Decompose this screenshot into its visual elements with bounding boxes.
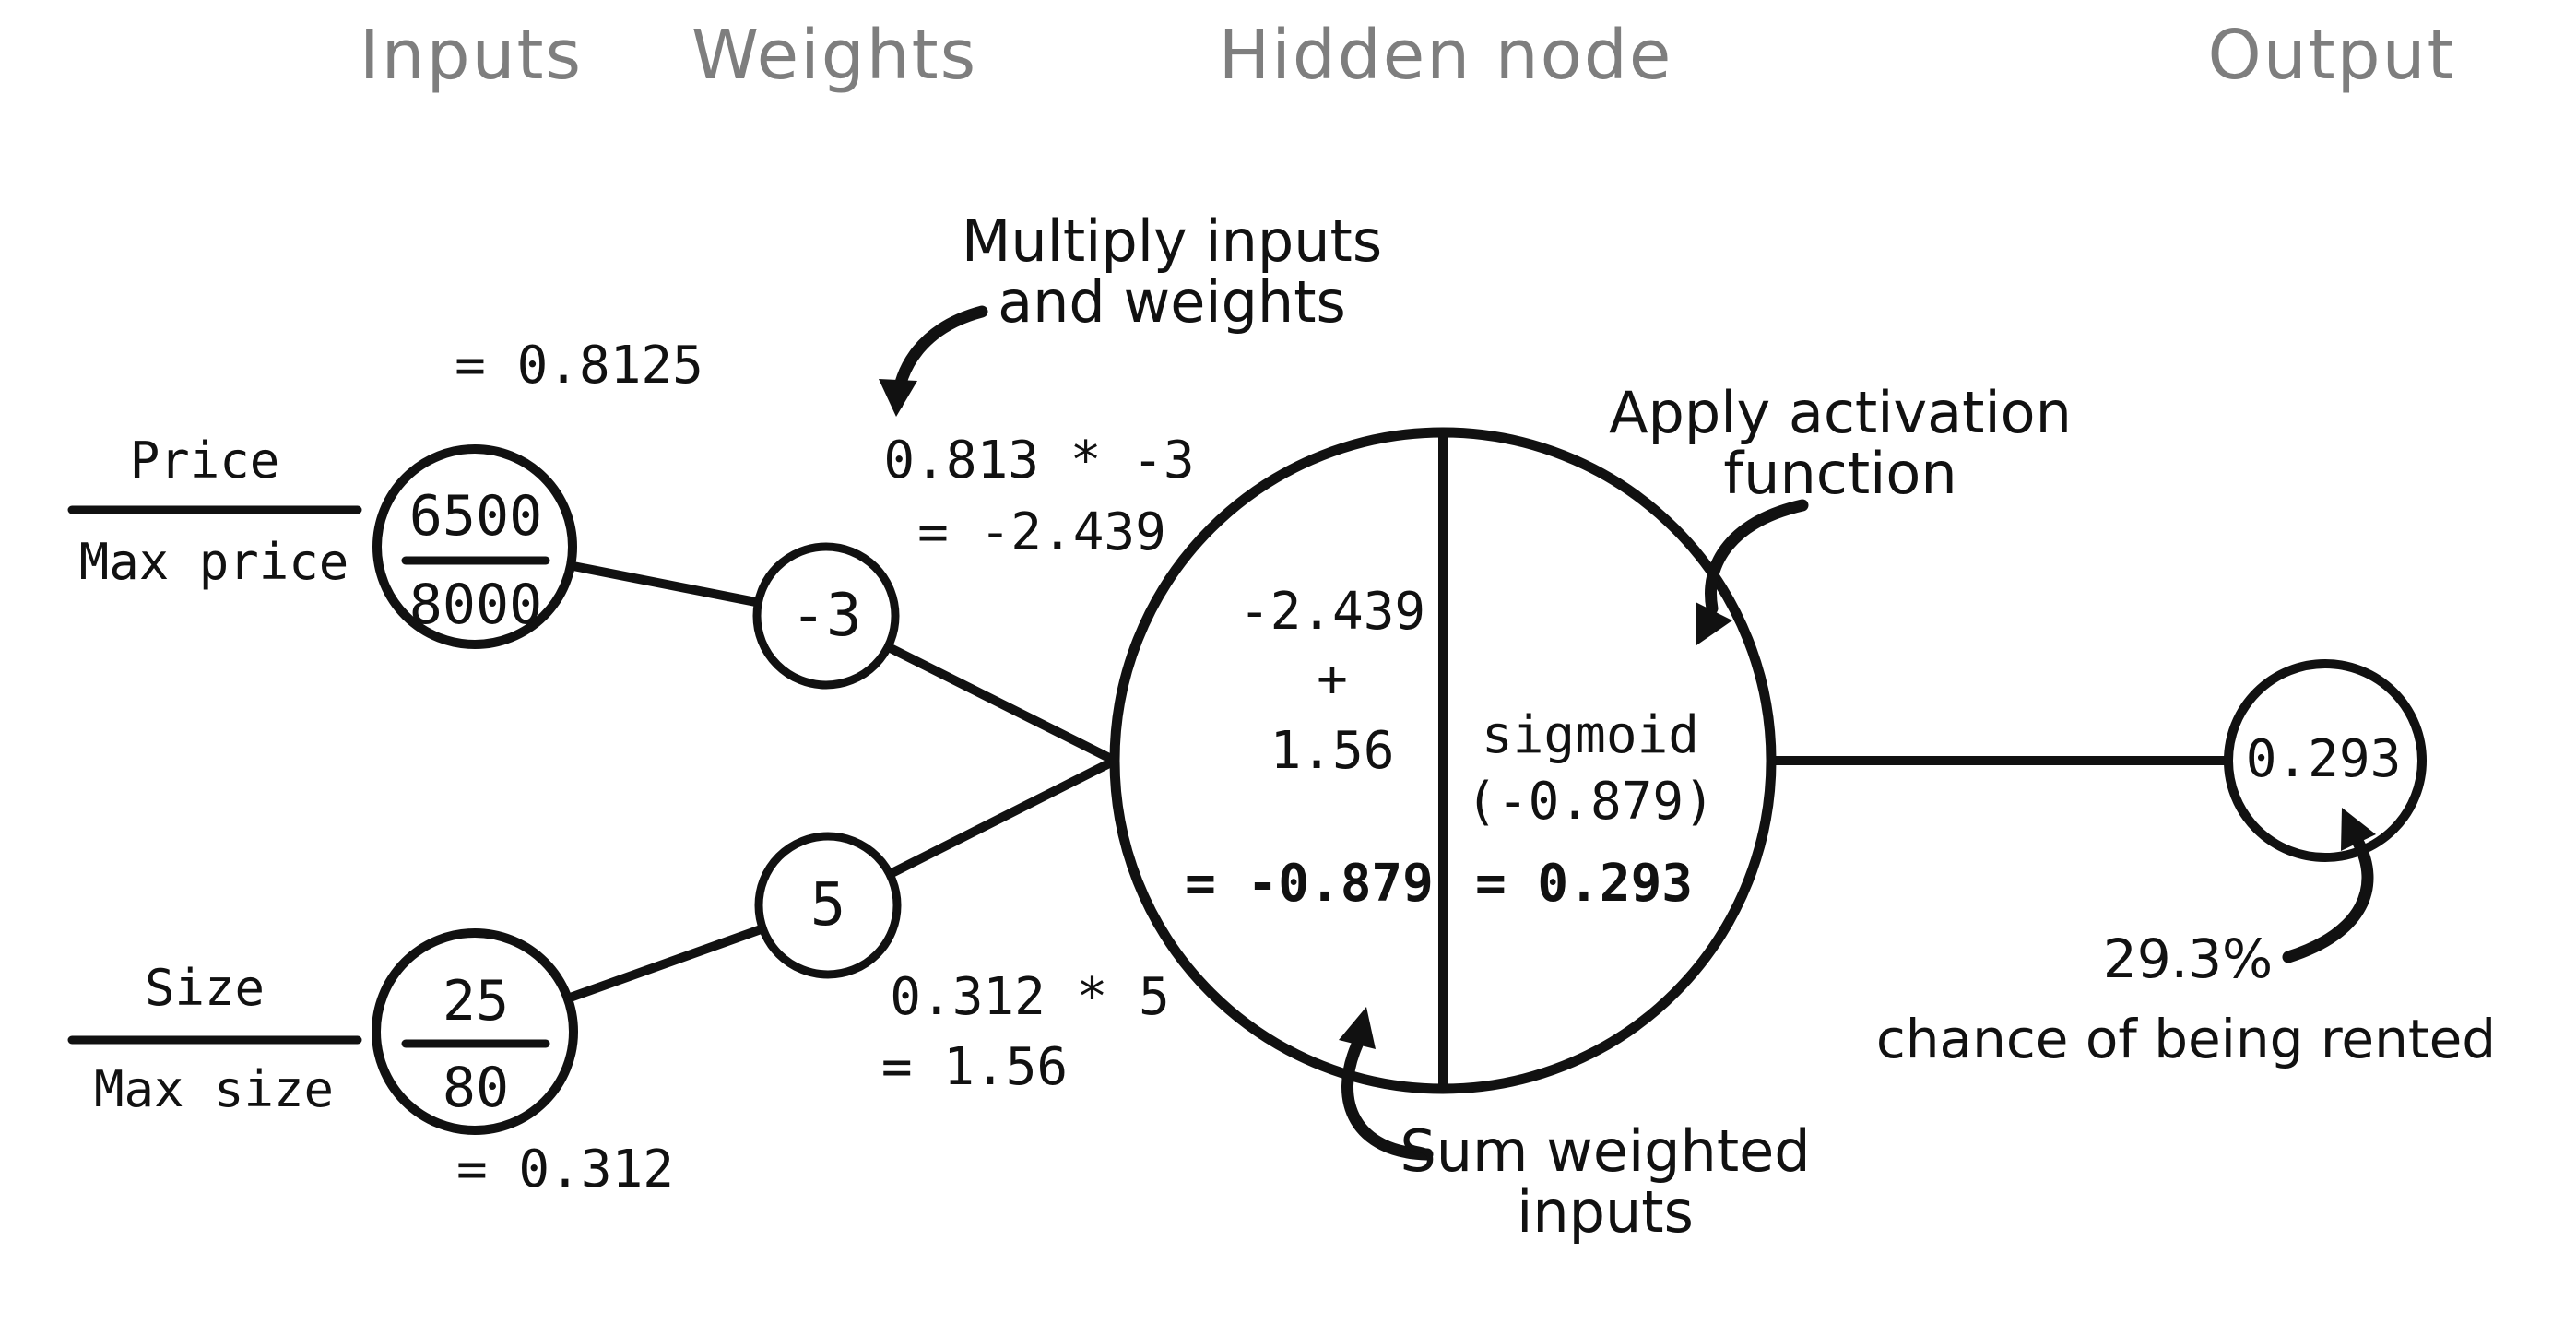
column-header-hidden-node: Hidden node: [1218, 16, 1673, 95]
column-header-weights: Weights: [691, 16, 978, 95]
price-label-numerator: Price: [129, 431, 280, 490]
multiply-annotation-line2: and weights: [998, 268, 1346, 336]
sum-annotation-line2: inputs: [1517, 1178, 1694, 1246]
price-product-result: = -2.439: [917, 502, 1166, 562]
output-annotation-arrow: [2282, 836, 2374, 963]
output-percent-label: 29.3%: [2102, 927, 2274, 990]
size-product-expression: 0.312 * 5: [890, 967, 1170, 1027]
price-product-expression: 0.813 * -3: [883, 431, 1195, 490]
output-caption: chance of being rented: [1875, 1008, 2497, 1070]
size-product-result: = 1.56: [880, 1037, 1069, 1097]
activation-annotation-line1: Apply activation: [1609, 379, 2072, 446]
sum-annotation-line1: Sum weighted: [1400, 1117, 1811, 1185]
output-value: 0.293: [2245, 729, 2402, 789]
sum-annotation-arrow: [1341, 1038, 1434, 1161]
price-input-node: [372, 444, 577, 649]
size-label-numerator: Size: [144, 959, 266, 1017]
price-value-numerator: 6500: [408, 484, 543, 549]
size-label-denominator: Max size: [93, 1060, 335, 1118]
size-normalized-result: = 0.312: [455, 1140, 675, 1199]
activation-annotation-arrow: [1705, 499, 1809, 615]
size-value-denominator: 80: [442, 1056, 510, 1120]
price-value-denominator: 8000: [408, 573, 543, 637]
price-label-denominator: Max price: [78, 533, 349, 591]
column-header-output: Output: [2207, 16, 2456, 95]
price-weight-value: -3: [790, 582, 862, 650]
activation-arrowhead-icon: [1696, 602, 1732, 645]
column-header-inputs: Inputs: [359, 16, 584, 95]
hidden-activation-arg: (-0.879): [1466, 772, 1715, 832]
size-input-node: [372, 928, 578, 1135]
hidden-activation-name: sigmoid: [1481, 705, 1700, 765]
size-weight-node: [754, 832, 902, 979]
size-value-numerator: 25: [442, 969, 510, 1034]
output-arrowhead-icon: [2341, 808, 2376, 851]
size-weight-value: 5: [809, 871, 846, 939]
price-normalized-result: = 0.8125: [455, 336, 703, 396]
hidden-sum-term1: -2.439: [1238, 582, 1426, 642]
price-weight-node: [752, 542, 900, 690]
sum-arrowhead-icon: [1339, 1007, 1376, 1049]
activation-annotation-line2: function: [1723, 440, 1957, 507]
hidden-sum-result: = -0.879: [1185, 854, 1434, 914]
output-node: [2224, 659, 2427, 862]
hidden-sum-plus: +: [1317, 649, 1348, 709]
multiply-arrowhead-icon: [879, 379, 917, 417]
multiply-annotation-line1: Multiply inputs: [961, 207, 1383, 275]
hidden-sum-term2: 1.56: [1270, 721, 1395, 781]
hidden-activation-result: = 0.293: [1474, 854, 1694, 914]
